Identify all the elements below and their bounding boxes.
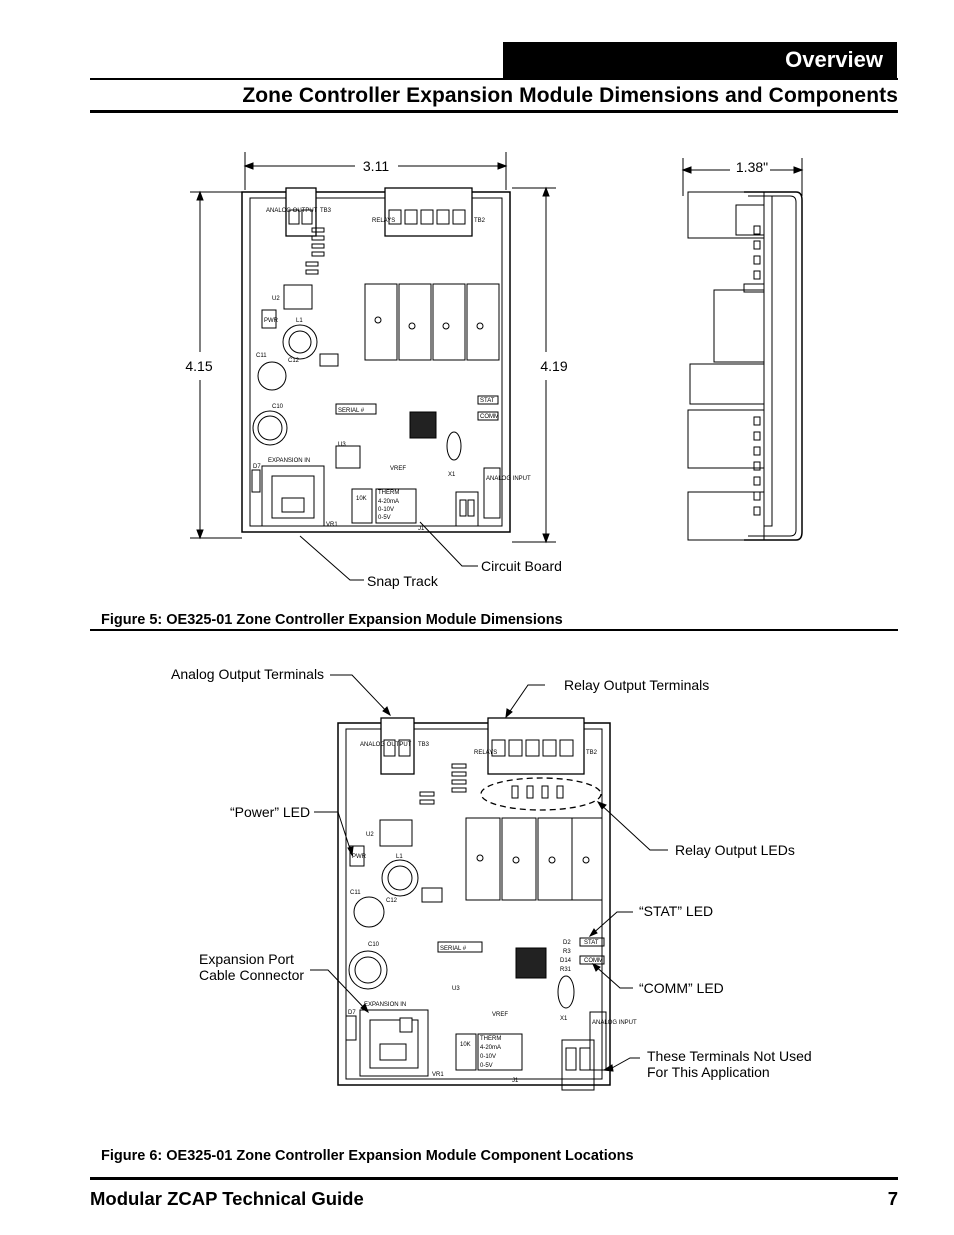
silk-u3: U3 [338,442,346,448]
page-number: 7 [887,1188,898,1209]
silk-comm-2: COMM [584,958,603,964]
silk-pwr: PWR [264,318,279,324]
callout-relay-leds: Relay Output LEDs [675,842,795,858]
silk-x1: X1 [448,472,456,478]
silk-stat: STAT [480,398,495,404]
silk-stat-2: STAT [584,940,599,946]
silk-pwr-2: PWR [352,854,367,860]
silk-l1: L1 [296,318,303,324]
section-tab: Overview [503,42,897,78]
silk-j1: J1 [418,526,425,532]
dim-depth: 1.38" [736,159,768,175]
silk-c11-2: C11 [350,890,361,896]
silk-d7: D7 [253,464,261,470]
figure5-caption-rule [90,629,898,631]
silk-comm: COMM [480,414,499,420]
silk-u2: U2 [272,296,280,302]
silk-serial-2: SERIAL # [440,946,467,952]
silk-therm-2: THERM [480,1036,501,1042]
callout-expansion-port-2: Cable Connector [199,967,304,983]
silk-expansion-in-2: EXPANSION IN [364,1002,406,1008]
silk-therm: THERM [378,490,399,496]
silk-c11: C11 [256,353,267,359]
silk-x1-2: X1 [560,1016,568,1022]
silk-vref-2: VREF [492,1012,508,1018]
silk-tb2: TB2 [474,218,486,224]
silk-d2: D2 [563,940,571,946]
silk-analog-input: ANALOG INPUT [486,476,531,482]
silk-vr1: VR1 [326,522,338,528]
silk-serial: SERIAL # [338,408,365,414]
silk-c10-2: C10 [368,942,380,948]
silk-relays: RELAYS [372,218,395,224]
silk-u2-2: U2 [366,832,374,838]
callout-circuit-board: Circuit Board [481,558,562,574]
callout-not-used-1: These Terminals Not Used [647,1048,812,1064]
silk-4-20ma: 4-20mA [378,499,399,505]
callout-snap-track: Snap Track [367,573,439,589]
silk-analog-output-2: ANALOG OUTPUT [360,742,412,748]
silk-r3: R3 [563,949,571,955]
title-rule [90,110,898,113]
dim-height-right: 4.19 [540,358,567,374]
silk-0-5v: 0-5V [378,515,391,521]
figure5-caption: Figure 5: OE325-01 Zone Controller Expan… [101,612,563,628]
callout-stat-led: “STAT” LED [639,903,713,919]
callout-comm-led: “COMM” LED [639,980,724,996]
callout-relay-output: Relay Output Terminals [564,677,709,693]
silk-analog-output: ANALOG OUTPUT [266,208,318,214]
silk-0-5v-2: 0-5V [480,1063,493,1069]
silk-c12-2: C12 [386,898,398,904]
page-title: Zone Controller Expansion Module Dimensi… [242,84,898,107]
silk-tb2-2: TB2 [586,750,598,756]
silk-relays-2: RELAYS [474,750,497,756]
silk-analog-input-2: ANALOG INPUT [592,1020,637,1026]
silk-c10: C10 [272,404,284,410]
silk-10k: 10K [356,496,367,502]
header-rule [90,78,898,80]
silk-vref: VREF [390,466,406,472]
silk-expansion-in: EXPANSION IN [268,458,310,464]
silk-d7-2: D7 [348,1010,356,1016]
silk-l1-2: L1 [396,854,403,860]
silk-j1-2: J1 [512,1078,519,1084]
silk-r31: R31 [560,967,572,973]
silk-tb3: TB3 [320,208,332,214]
callout-analog-output: Analog Output Terminals [171,666,324,682]
figure6-caption: Figure 6: OE325-01 Zone Controller Expan… [101,1148,634,1164]
silk-vr1-2: VR1 [432,1072,444,1078]
footer-guide-title: Modular ZCAP Technical Guide [90,1188,364,1209]
section-label: Overview [785,47,883,72]
silk-u3-2: U3 [452,986,460,992]
callout-power-led: “Power” LED [230,804,310,820]
silk-d14: D14 [560,958,572,964]
silk-10k-2: 10K [460,1042,471,1048]
dim-width: 3.11 [363,158,389,174]
silk-0-10v-2: 0-10V [480,1054,496,1060]
callout-expansion-port-1: Expansion Port [199,951,294,967]
dim-height-left: 4.15 [185,358,212,374]
callout-not-used-2: For This Application [647,1064,770,1080]
silk-0-10v: 0-10V [378,507,394,513]
silk-c12: C12 [288,358,300,364]
footer-rule [90,1177,898,1180]
silk-tb3-2: TB3 [418,742,430,748]
silk-4-20ma-2: 4-20mA [480,1045,501,1051]
